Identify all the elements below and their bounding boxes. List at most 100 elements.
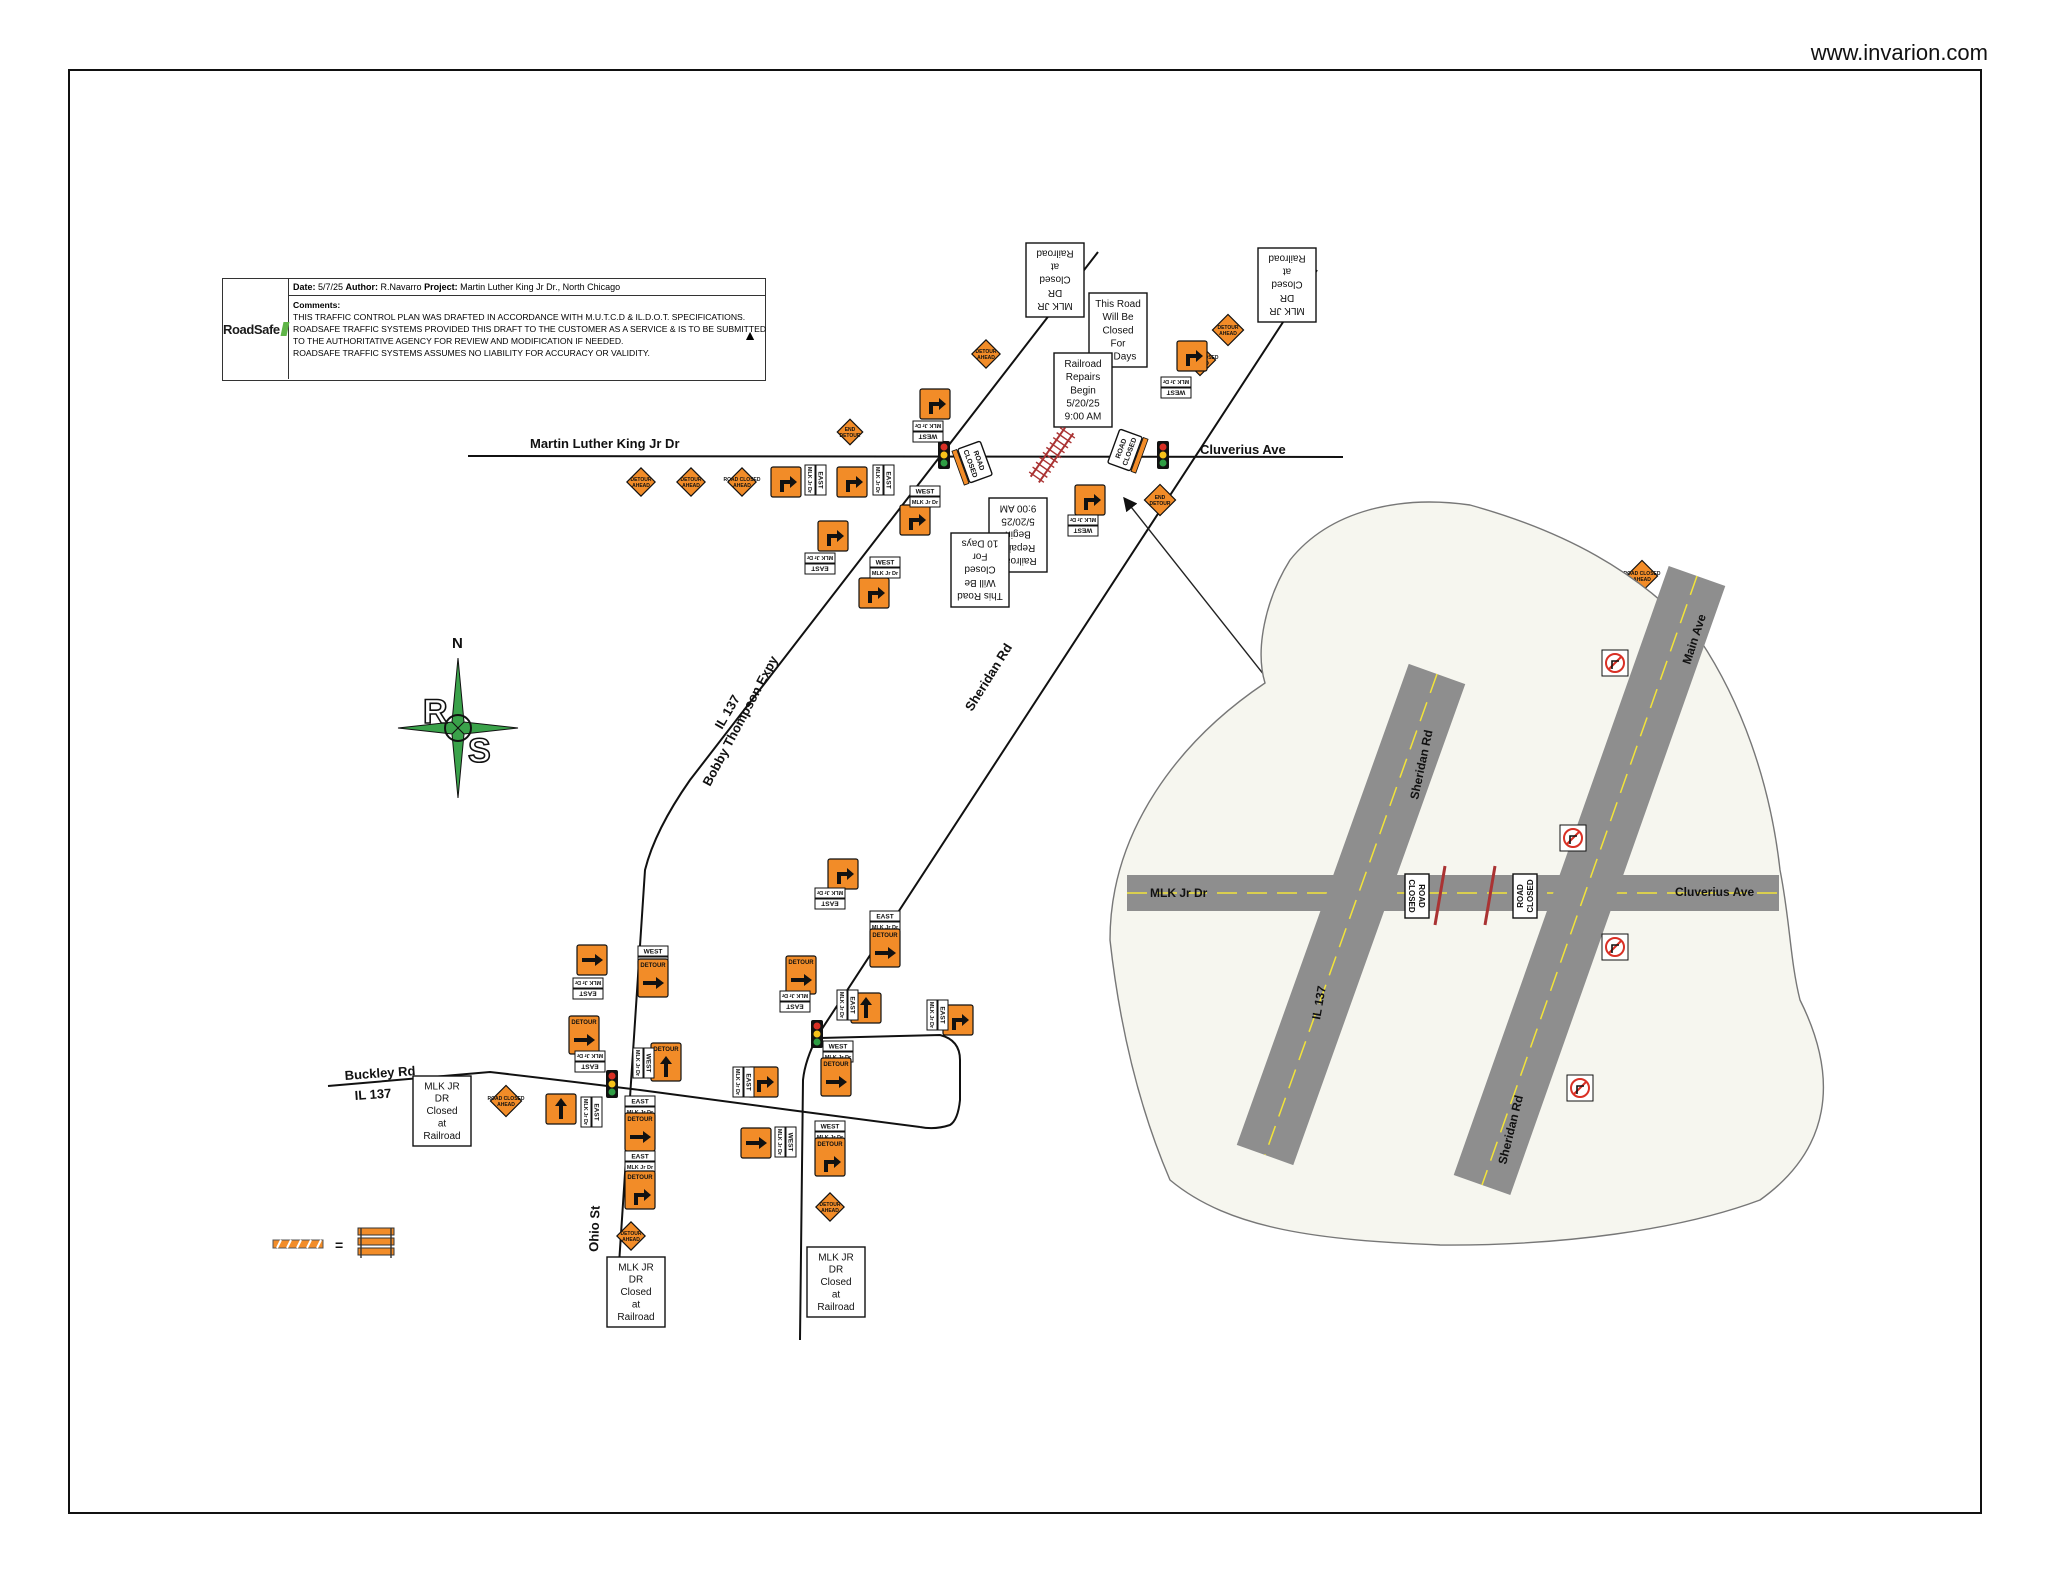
route-name-text: MLK Jr Dr — [627, 1165, 654, 1171]
detour-arrow-sheridan-bottom: DETOUR — [814, 1137, 846, 1177]
no-turn-sign-2 — [1559, 824, 1587, 852]
arrow-icon — [826, 1076, 847, 1088]
route-direction-text: WEST — [787, 1133, 794, 1152]
buckley-loop — [819, 1033, 961, 1130]
info-box-line: Begin — [1070, 385, 1096, 396]
route-direction-text: EAST — [817, 471, 824, 488]
arrow-icon — [1186, 350, 1203, 366]
arrow-icon — [929, 398, 946, 414]
info-box-line: 10 Days — [1100, 352, 1137, 363]
compass-right-letter: S — [468, 732, 491, 770]
detour-text: DETOUR — [627, 1117, 653, 1123]
arrow-icon — [634, 1189, 651, 1205]
inset-label-mlk: MLK Jr Dr — [1150, 886, 1208, 900]
detour-arrow-mlk-2 — [836, 466, 868, 498]
sign-text: ROAD CLOSED — [488, 1096, 525, 1102]
info-box-line: Will Be — [964, 577, 996, 588]
street-label-sheridan: Sheridan Rd — [962, 641, 1015, 714]
info-box-line: Closed — [426, 1106, 457, 1117]
info-box-line: Closed — [1102, 325, 1133, 336]
sign-text: AHEAD — [821, 1208, 839, 1214]
header-project-value: Martin Luther King Jr Dr., North Chicago — [457, 282, 621, 292]
info-box-line: DR — [1280, 292, 1294, 303]
route-name-text: MLK Jr Dr — [874, 467, 880, 494]
info-box-line: at — [1051, 261, 1060, 272]
traffic-signal-il137-mlk — [938, 441, 950, 469]
sign-text: DETOUR — [680, 477, 701, 483]
roadsafe-logo-text: RoadSafe — [223, 321, 280, 337]
railroad-crossing-main — [1028, 426, 1076, 484]
arrow-icon — [846, 476, 863, 492]
info-box-line: DR — [435, 1094, 449, 1105]
arrow-icon — [868, 587, 885, 603]
legend-equals: = — [335, 1237, 343, 1253]
info-box-line: Railroad — [423, 1131, 460, 1142]
site-url[interactable]: www.invarion.com — [1810, 40, 1988, 65]
route-name-text: MLK Jr Dr — [914, 422, 941, 428]
arrow-icon — [875, 947, 896, 959]
route-direction-text: EAST — [939, 1006, 946, 1023]
info-box-line: 5/20/25 — [1001, 516, 1035, 527]
info-box-line: Repairs — [1001, 542, 1035, 553]
info-box-line: 9:00 AM — [1000, 502, 1037, 513]
traffic-signal-ohio-buckley — [606, 1070, 618, 1098]
road-closed-text: CLOSED — [1526, 879, 1535, 913]
arrow-icon — [574, 1034, 595, 1046]
arrow-icon — [630, 1131, 651, 1143]
road-closed-text: ROAD — [1417, 884, 1426, 908]
inset-road-il137-sheridan — [1236, 663, 1466, 1166]
detour-arrow-ohio-north — [576, 944, 608, 976]
sign-text: DETOUR — [839, 433, 860, 439]
sign-text: ROAD CLOSED — [724, 477, 761, 483]
info-box-line: 9:00 AM — [1065, 412, 1102, 423]
compass-left-letter: R — [423, 693, 448, 731]
detour-arrow-ohio-south: DETOUR — [624, 1112, 656, 1152]
il137-road — [614, 251, 1099, 1326]
detour-text: DETOUR — [823, 1062, 849, 1068]
route-name-text: MLK Jr Dr — [872, 925, 899, 931]
route-direction-text: EAST — [579, 990, 596, 997]
sign-text: AHEAD — [733, 483, 751, 489]
road-closed-text: CLOSED — [1407, 879, 1416, 913]
route-direction-text: WEST — [916, 489, 935, 496]
header-author-value: R.Navarro — [378, 282, 425, 292]
sign-text: END — [845, 427, 856, 433]
info-box-line: 10 Days — [962, 537, 999, 548]
info-box-line: Railroad — [1268, 252, 1305, 263]
info-box-line: at — [832, 1290, 841, 1301]
comments-label: Comments: — [293, 300, 341, 310]
inset-rail-2 — [1483, 865, 1497, 926]
route-direction-text: EAST — [786, 1003, 803, 1010]
info-box-line: Railroad — [1036, 247, 1073, 258]
detour-text: DETOUR — [627, 1175, 653, 1181]
detour-text: DETOUR — [571, 1020, 597, 1026]
arrow-icon — [746, 1137, 767, 1149]
route-direction-text: WEST — [645, 1054, 652, 1073]
info-box-line: This Road — [957, 590, 1003, 601]
info-box-line: DR — [829, 1265, 843, 1276]
detour-arrow-mlk-1 — [770, 466, 802, 498]
detour-arrow-sheridan-mid — [827, 858, 859, 890]
detour-arrow-buckley-east — [747, 1066, 779, 1098]
comment-line: TO THE AUTHORITATIVE AGENCY FOR REVIEW A… — [293, 336, 624, 346]
info-box-line: Closed — [1039, 274, 1070, 285]
road-closed-text: ROAD — [1516, 884, 1525, 908]
sign-text: DETOUR — [1149, 501, 1170, 507]
